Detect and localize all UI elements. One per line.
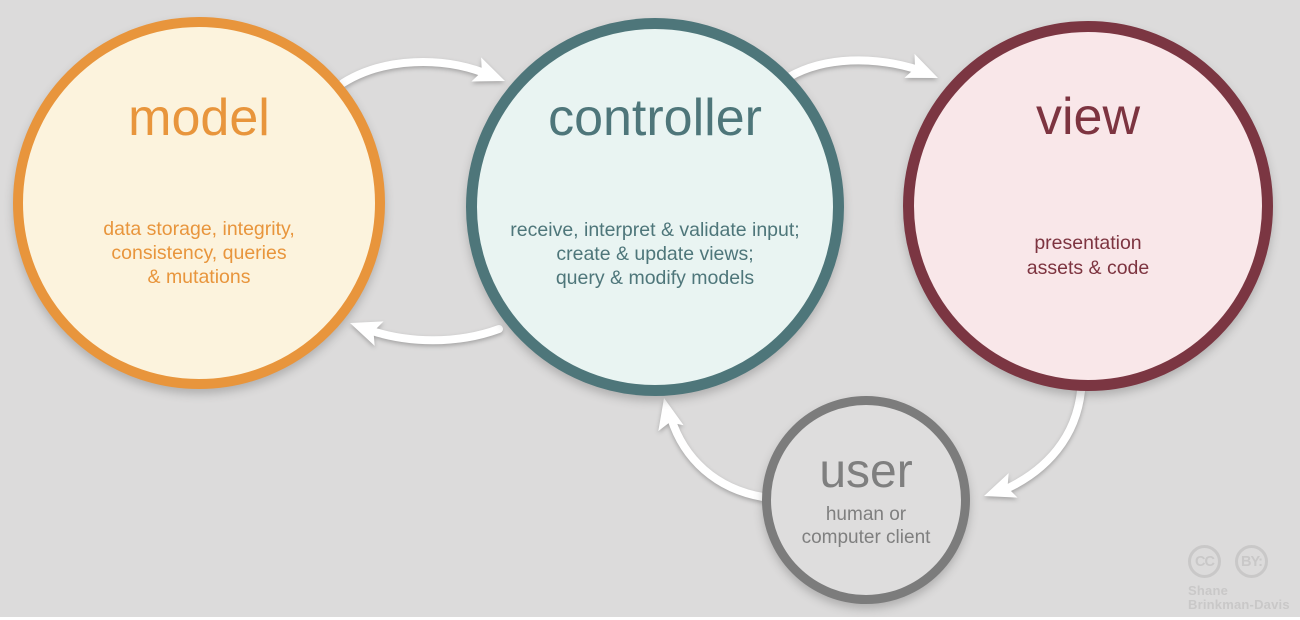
- arrow-view-to-user: [984, 387, 1085, 498]
- arrow-model-to-controller: [339, 57, 505, 87]
- controller-title: controller: [548, 89, 762, 147]
- controller-node: controller receive, interpret & validate…: [466, 18, 844, 396]
- arrow-controller-to-view: [785, 53, 938, 81]
- cc-icon: CC: [1188, 545, 1221, 578]
- model-node: model data storage, integrity, consisten…: [13, 17, 385, 389]
- cc-badges: CC BY:: [1188, 545, 1290, 578]
- bottom-edge-strip: [0, 617, 1300, 620]
- cc-by-icon-label: BY:: [1241, 553, 1263, 570]
- description-line: receive, interpret & validate input;: [510, 219, 800, 241]
- controller-description: receive, interpret & validate input; cre…: [477, 218, 833, 290]
- model-title: model: [128, 89, 270, 147]
- user-title: user: [819, 445, 913, 498]
- cc-attribution: CC BY: Shane Brinkman-Davis: [1188, 545, 1290, 611]
- user-description: human or computer client: [771, 503, 961, 549]
- view-description: presentation assets & code: [914, 231, 1262, 281]
- description-line: create & update views;: [556, 243, 754, 265]
- description-line: data storage, integrity,: [103, 218, 295, 240]
- description-line: computer client: [801, 527, 931, 548]
- description-line: consistency, queries: [111, 242, 287, 264]
- cc-by-icon: BY:: [1235, 545, 1268, 578]
- user-node: user human or computer client: [762, 396, 970, 604]
- model-description: data storage, integrity, consistency, qu…: [23, 217, 375, 289]
- description-line: & mutations: [147, 266, 251, 288]
- attribution-line: Brinkman-Davis: [1188, 596, 1290, 612]
- attribution-line: Shane: [1188, 583, 1229, 598]
- arrow-controller-to-model: [350, 321, 503, 346]
- view-title: view: [1035, 88, 1141, 146]
- description-line: query & modify models: [555, 267, 755, 289]
- cc-icon-label: CC: [1195, 553, 1215, 570]
- attribution-name: Shane Brinkman-Davis: [1188, 584, 1290, 611]
- description-line: assets & code: [1026, 257, 1150, 279]
- description-line: human or: [825, 504, 907, 525]
- description-line: presentation: [1034, 232, 1142, 254]
- view-node: view presentation assets & code: [903, 21, 1273, 391]
- arrow-user-to-controller: [658, 398, 767, 501]
